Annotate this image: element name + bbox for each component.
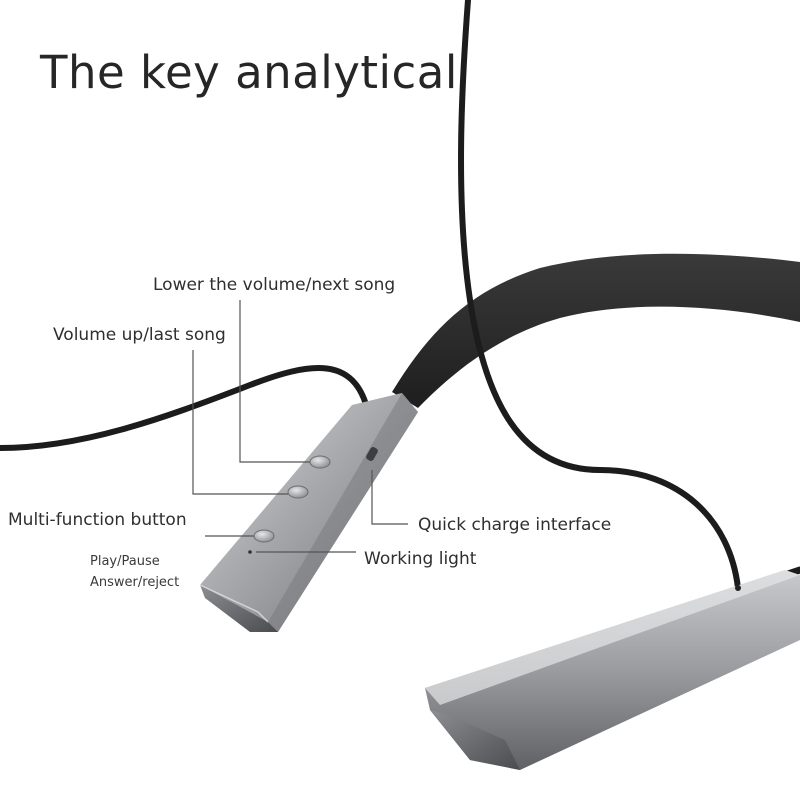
volume-up-button: [287, 485, 309, 499]
right-module: [425, 570, 800, 770]
label-volume-up: Volume up/last song: [53, 325, 226, 345]
label-answer-reject: Answer/reject: [90, 575, 180, 590]
label-multi-function: Multi-function button: [8, 510, 187, 530]
multi-function-button: [253, 529, 275, 543]
label-play-pause: Play/Pause: [90, 554, 160, 569]
page-title: The key analytical: [40, 46, 458, 99]
left-cable: [0, 365, 371, 451]
volume-down-button: [309, 455, 331, 469]
label-quick-charge: Quick charge interface: [418, 515, 612, 535]
working-light-dot: [248, 550, 252, 554]
leather-band: [392, 253, 800, 408]
control-module: [199, 393, 418, 632]
leader-lower-volume: [239, 300, 310, 463]
right-cable: [458, 0, 741, 591]
leader-quick-charge: [371, 470, 408, 525]
label-lower-volume: Lower the volume/next song: [153, 275, 396, 295]
leader-lines: [192, 300, 408, 553]
charge-port: [366, 447, 378, 461]
leader-volume-up: [192, 350, 288, 495]
label-working-light: Working light: [364, 549, 477, 569]
